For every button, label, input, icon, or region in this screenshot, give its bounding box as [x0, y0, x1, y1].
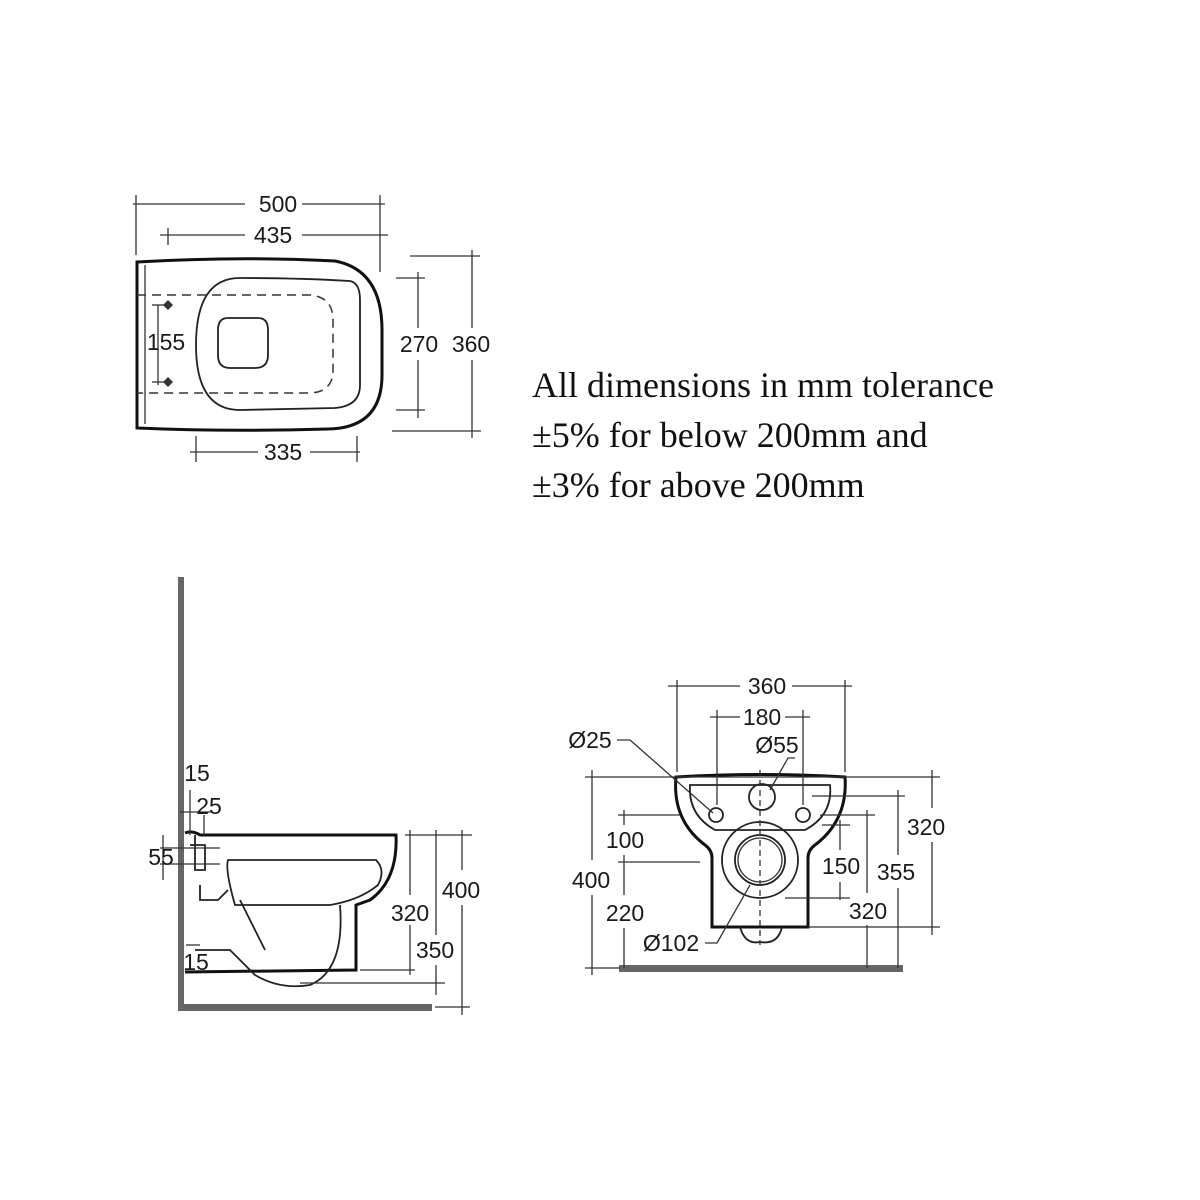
- dim-dia-55: Ø55: [755, 732, 798, 758]
- dim-360: 360: [452, 331, 490, 357]
- dim-500: 500: [259, 191, 297, 217]
- dim-400: 400: [442, 877, 480, 903]
- dim-dia-25: Ø25: [568, 727, 611, 753]
- floor: [619, 965, 903, 972]
- dim-150: 150: [822, 853, 860, 879]
- dim-435: 435: [254, 222, 292, 248]
- dim-25: 25: [196, 793, 222, 819]
- dim-270: 270: [400, 331, 438, 357]
- dim-320-right: 320: [907, 814, 945, 840]
- seat-outline: [195, 277, 361, 411]
- seat-opening: [217, 317, 269, 369]
- dim-320: 320: [391, 900, 429, 926]
- dim-355: 355: [877, 859, 915, 885]
- dim-55: 55: [148, 844, 174, 870]
- dim-320-inner: 320: [849, 898, 887, 924]
- dim-15-bottom: 15: [183, 949, 209, 975]
- front-view: 360 180 Ø55 Ø25 100 400 220 Ø102 320 150…: [568, 673, 945, 975]
- dim-155: 155: [147, 329, 185, 355]
- tolerance-note: All dimensions in mm tolerance ±5% for b…: [532, 360, 994, 510]
- dim-360: 360: [748, 673, 786, 699]
- dim-400: 400: [572, 867, 610, 893]
- dim-350: 350: [416, 937, 454, 963]
- note-line: ±5% for below 200mm and: [532, 415, 928, 455]
- pan-outline-top: [135, 257, 384, 432]
- dim-15-top: 15: [184, 760, 210, 786]
- top-view: 500 435 155 335 270 360: [133, 191, 490, 465]
- dim-180: 180: [743, 704, 781, 730]
- dim-100: 100: [606, 827, 644, 853]
- dim-220: 220: [606, 900, 644, 926]
- pan-outline-front: [674, 773, 847, 929]
- dim-dia-102: Ø102: [643, 930, 699, 956]
- note-line: ±3% for above 200mm: [532, 465, 865, 505]
- note-line: All dimensions in mm tolerance: [532, 365, 994, 405]
- side-view: 15 25 55 320 400 350 15: [148, 577, 480, 1015]
- dim-335: 335: [264, 439, 302, 465]
- pan-outline-side: [184, 830, 398, 974]
